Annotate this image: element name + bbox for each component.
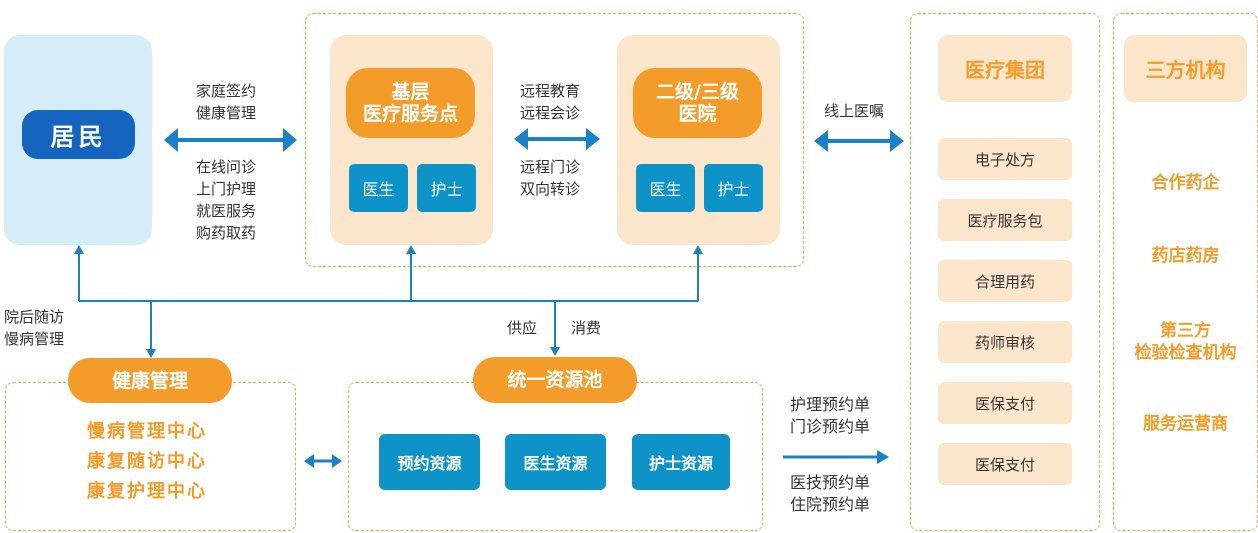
middle-bottom-links: 远程门诊 双向转诊 <box>520 158 581 198</box>
primary-nurse-button[interactable]: 护士 <box>417 164 476 212</box>
medical-group-container <box>910 13 1100 531</box>
primary-doctor-button[interactable]: 医生 <box>349 164 408 212</box>
hospital-nurse-button[interactable]: 护士 <box>704 164 763 212</box>
group-item-insurance-payment[interactable]: 医保支付 <box>938 382 1072 424</box>
health-management-title[interactable]: 健康管理 <box>68 358 232 403</box>
hospital-panel <box>617 35 780 245</box>
hospital-title[interactable]: 二级/三级 医院 <box>633 68 762 138</box>
health-item-rehab-followup: 康复随访中心 <box>87 451 207 472</box>
care-network-container <box>305 13 804 267</box>
supply-consume-lines <box>78 252 699 352</box>
consume-label: 消费 <box>571 319 602 337</box>
third-party-title[interactable]: 三方机构 <box>1124 35 1247 102</box>
group-item-e-prescription[interactable]: 电子处方 <box>938 138 1072 180</box>
third-party-testing: 第三方 检验检查机构 <box>1134 321 1237 363</box>
doctor-resource-button[interactable]: 医生资源 <box>505 434 606 490</box>
appointment-resource-button[interactable]: 预约资源 <box>379 434 480 490</box>
third-party-pharmacy: 药店药房 <box>1151 246 1220 266</box>
primary-care-title[interactable]: 基层 医疗服务点 <box>346 68 475 138</box>
primary-care-panel <box>330 35 493 245</box>
online-order-label: 线上医嘱 <box>824 102 885 120</box>
pool-group-arrow <box>783 450 889 464</box>
third-party-pharma: 合作药企 <box>1151 173 1220 193</box>
network-group-double-arrow <box>814 130 904 152</box>
health-item-rehab-nursing: 康复护理中心 <box>87 481 207 502</box>
resource-pool-title[interactable]: 统一资源池 <box>473 357 637 403</box>
group-item-pharmacist-review[interactable]: 药师审核 <box>938 321 1072 363</box>
group-item-service-package[interactable]: 医疗服务包 <box>938 199 1072 241</box>
left-top-links: 家庭签约 健康管理 <box>196 82 257 122</box>
third-party-operator: 服务运营商 <box>1143 414 1228 434</box>
health-item-chronic: 慢病管理中心 <box>87 421 207 442</box>
care-hospital-double-arrow <box>514 128 600 150</box>
group-item-rational-medication[interactable]: 合理用药 <box>938 260 1072 302</box>
group-item-insurance-payment-2[interactable]: 医保支付 <box>938 443 1072 485</box>
nurse-resource-button[interactable]: 护士资源 <box>632 434 730 490</box>
hospital-doctor-button[interactable]: 医生 <box>636 164 695 212</box>
followup-text: 院后随访 慢病管理 <box>4 308 65 348</box>
middle-top-links: 远程教育 远程会诊 <box>520 82 581 122</box>
supply-label: 供应 <box>507 319 538 337</box>
resident-care-double-arrow <box>164 128 297 152</box>
orders-top: 护理预约单 门诊预约单 <box>790 395 871 436</box>
resident-label[interactable]: 居民 <box>22 110 135 159</box>
medical-group-title[interactable]: 医疗集团 <box>938 35 1072 102</box>
left-bottom-links: 在线问诊 上门护理 就医服务 购药取药 <box>196 158 257 242</box>
health-pool-double-arrow <box>304 454 342 468</box>
orders-bottom: 医技预约单 住院预约单 <box>790 473 871 514</box>
